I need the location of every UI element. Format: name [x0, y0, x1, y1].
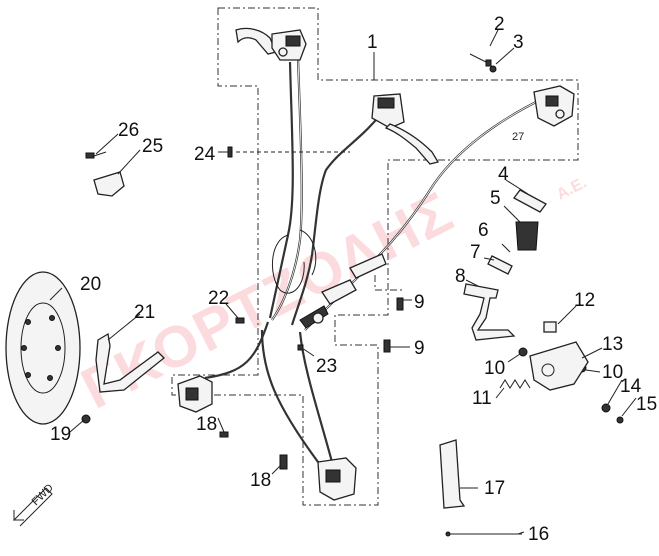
callout-labels: 1 2 3 4 5 6 7 8 9 9 10 10 11 12 13 14 15…	[50, 14, 657, 545]
right-brake-lever-master-cylinder	[371, 93, 440, 165]
callout-17: 17	[484, 478, 505, 499]
callout-12: 12	[574, 290, 595, 311]
front-caliper-right	[317, 457, 357, 501]
callout-1: 1	[367, 32, 378, 53]
callout-13: 13	[602, 334, 623, 355]
brake-disc	[5, 271, 81, 425]
callout-26: 26	[118, 120, 139, 141]
callout-21: 21	[134, 302, 155, 323]
assembly-boundary-branch	[374, 275, 405, 291]
callout-9-upper: 9	[414, 292, 425, 313]
callout-10-right: 10	[602, 362, 623, 383]
callout-24: 24	[194, 144, 216, 165]
callout-11: 11	[472, 388, 492, 409]
callout-18-lower: 18	[250, 470, 271, 491]
rod-17	[439, 439, 466, 509]
assembly-boundary	[171, 7, 579, 506]
leader-lines	[49, 29, 637, 535]
brake-switch-parts	[487, 189, 547, 275]
callout-3: 3	[513, 32, 524, 53]
callout-4: 4	[498, 164, 509, 185]
brake-pedal	[463, 283, 516, 341]
forward-arrow-icon	[13, 487, 53, 527]
callout-5: 5	[490, 188, 501, 209]
front-caliper-left	[177, 375, 213, 413]
cover-clip	[93, 171, 125, 197]
callout-16: 16	[528, 524, 549, 545]
callout-6: 6	[478, 220, 489, 241]
pin-16	[445, 531, 522, 537]
hose-bracket	[95, 332, 165, 393]
callout-23: 23	[316, 356, 337, 377]
callout-25: 25	[142, 136, 163, 157]
callout-9-lower: 9	[414, 338, 425, 359]
small-hardware	[81, 53, 624, 470]
left-brake-lever-master-cylinder	[235, 27, 307, 61]
hose-tag: 27	[512, 131, 524, 143]
callout-20: 20	[80, 274, 101, 295]
screw-26	[85, 151, 107, 159]
rear-caliper-top	[533, 85, 575, 127]
junction-valve	[299, 253, 387, 329]
callout-8: 8	[455, 266, 466, 287]
pedal-bracket	[529, 341, 589, 391]
forward-label: FWD	[30, 482, 56, 508]
callout-10-left: 10	[484, 358, 505, 379]
callout-14: 14	[620, 376, 642, 397]
callout-19: 19	[50, 424, 71, 445]
watermark-suffix: Α.Ε.	[554, 174, 589, 203]
forward-direction-indicator: FWD	[13, 482, 56, 527]
return-spring	[499, 379, 531, 389]
callout-7: 7	[470, 242, 481, 263]
callout-18-upper: 18	[196, 414, 217, 435]
callout-2: 2	[494, 14, 505, 35]
callout-15: 15	[636, 394, 657, 415]
callout-22: 22	[208, 288, 229, 309]
